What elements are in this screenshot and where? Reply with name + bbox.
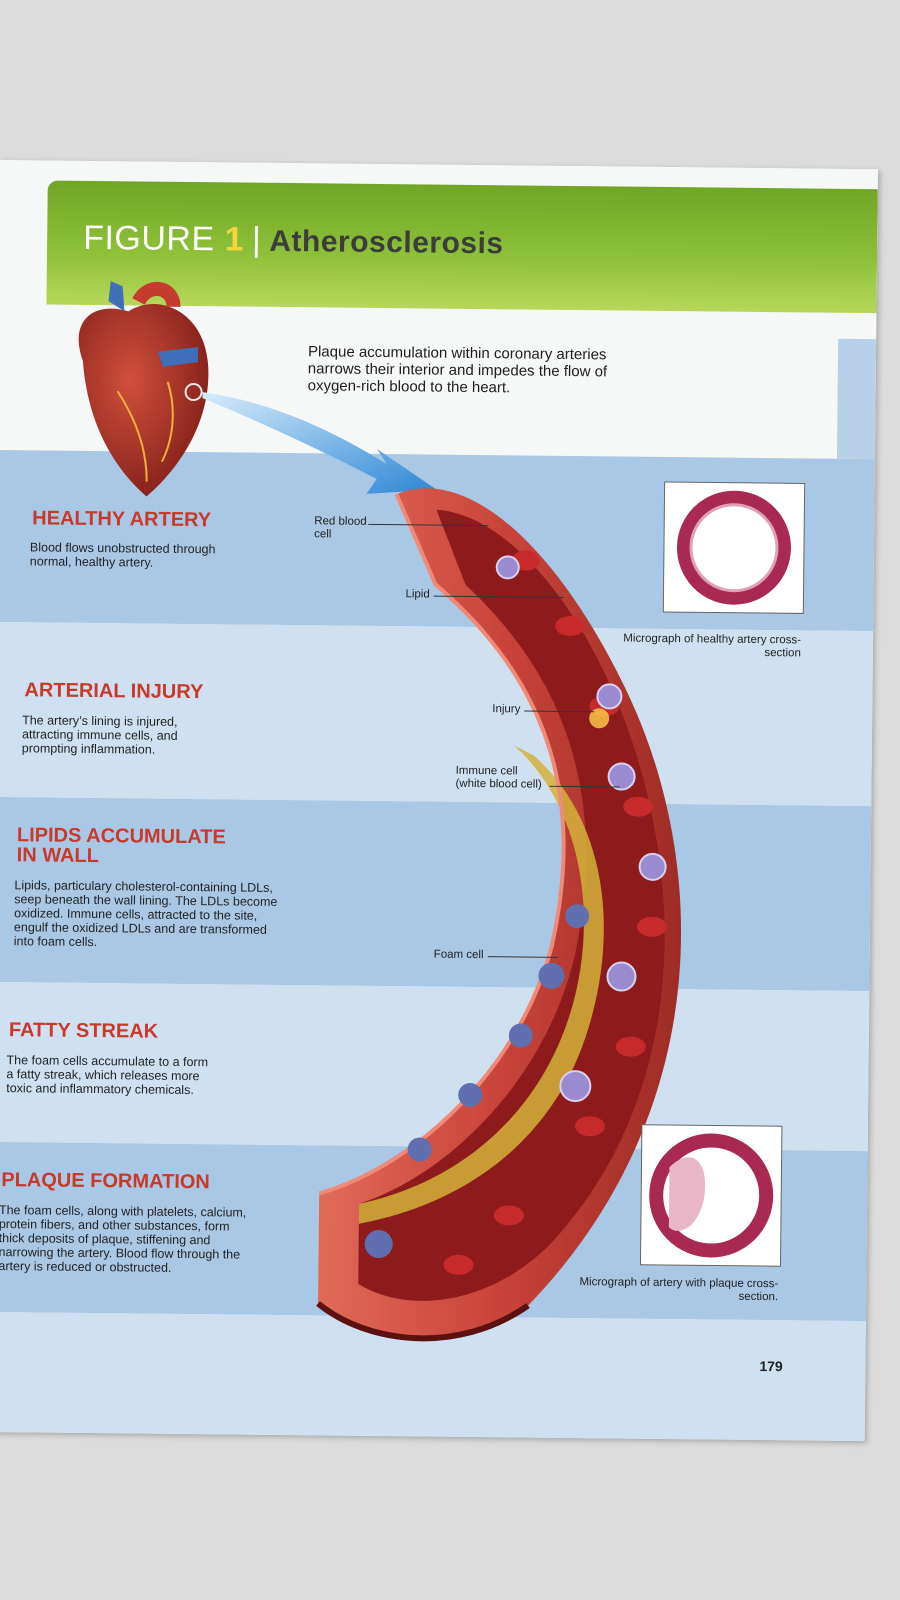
intro-caption: Plaque accumulation within coronary arte… [307, 343, 608, 397]
stage-title-healthy: HEALTHY ARTERY [32, 507, 212, 532]
micrograph-plaque-image [639, 1124, 783, 1267]
arrow-icon [202, 392, 437, 494]
micrograph-healthy-image [662, 481, 806, 614]
immune-cells [495, 555, 667, 1103]
stage-desc-lipids: Lipids, particulary cholesterol-containi… [13, 878, 278, 950]
stage-desc-healthy: Blood flows unobstructed through normal,… [29, 540, 216, 570]
label-immune-cell: Immune cell (white blood cell) [455, 764, 542, 791]
micrograph-healthy-caption: Micrograph of healthy artery cross-secti… [623, 632, 802, 660]
foam-cells [364, 904, 590, 1259]
label-injury: Injury [492, 703, 521, 716]
stage-desc-plaque: The foam cells, along with platelets, ca… [0, 1203, 247, 1275]
page-number: 179 [759, 1358, 783, 1375]
stage-desc-injury: The artery’s lining is injured, attracti… [21, 713, 178, 757]
atherosclerosis-illustration [78, 281, 806, 1342]
micrograph-plaque-caption: Micrograph of artery with plaque cross-s… [579, 1276, 779, 1304]
textbook-page: FIGURE 1|Atherosclerosis [0, 160, 878, 1442]
injury-site [589, 708, 610, 729]
label-foam-cell: Foam cell [433, 948, 484, 962]
heart-icon [78, 281, 209, 497]
label-red-blood-cell: Red blood cell [314, 515, 367, 541]
stage-title-plaque: PLAQUE FORMATION [1, 1169, 210, 1194]
stage-desc-fatty: The foam cells accumulate to a form a fa… [6, 1053, 209, 1098]
label-lipid: Lipid [405, 588, 430, 601]
stage-title-lipids: LIPIDS ACCUMULATE IN WALL [16, 824, 226, 868]
stage-title-fatty: FATTY STREAK [8, 1019, 159, 1043]
stage-title-injury: ARTERIAL INJURY [24, 679, 204, 704]
